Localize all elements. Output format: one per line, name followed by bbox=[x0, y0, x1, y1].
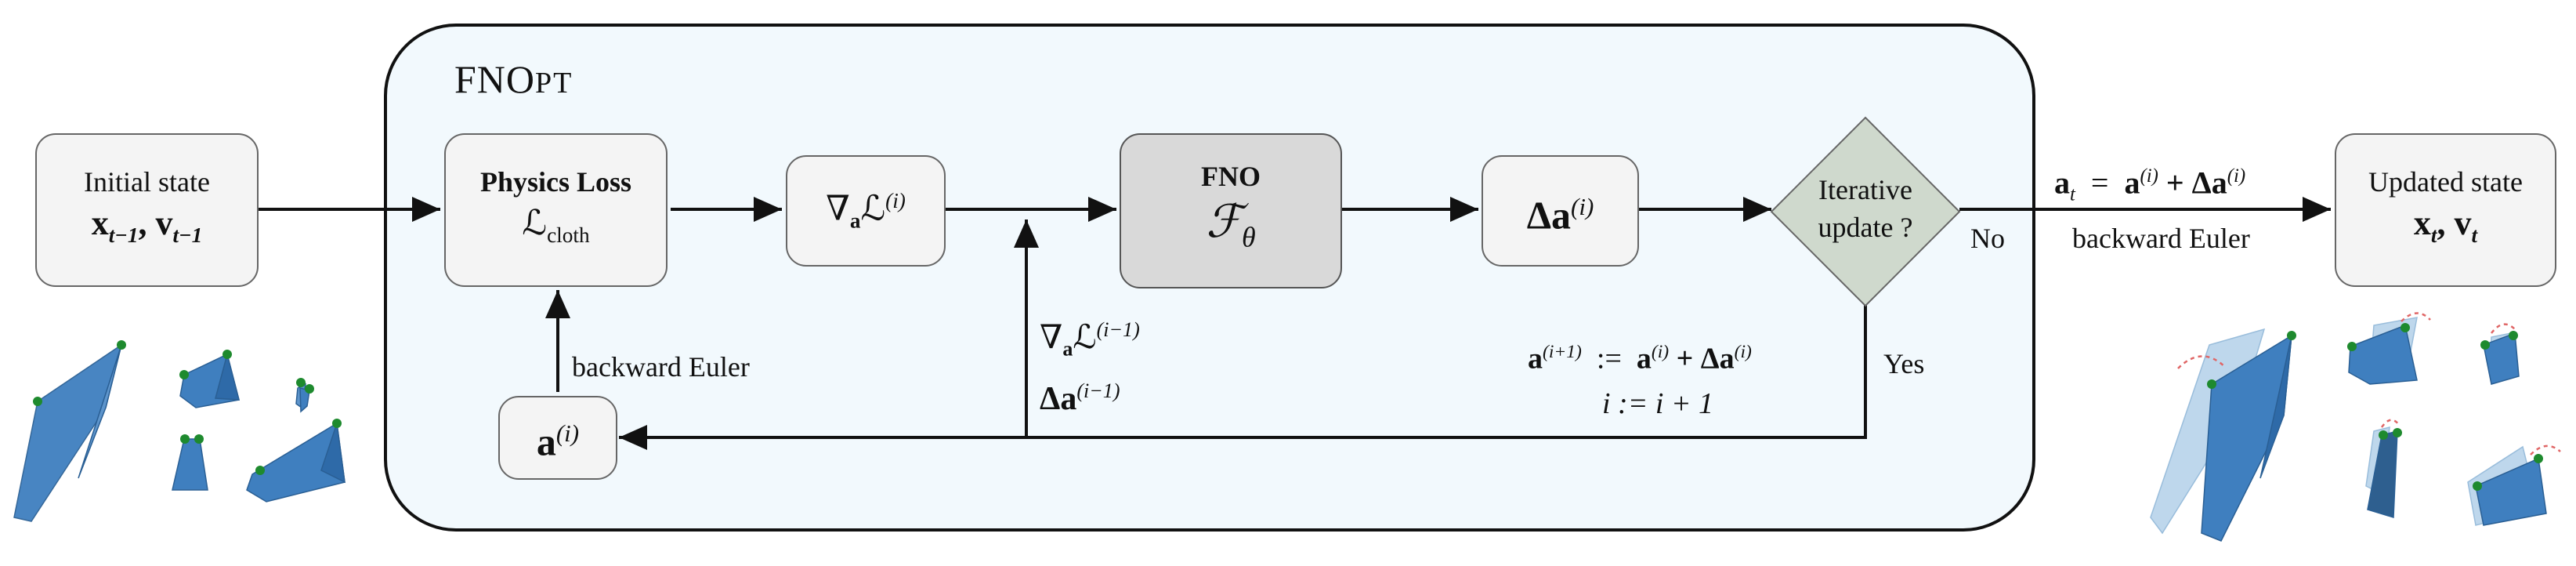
physics-loss-symbol: ℒcloth bbox=[522, 203, 590, 247]
a-iterate-box: a(i) bbox=[498, 396, 617, 480]
delta-box: Δa(i) bbox=[1482, 155, 1639, 267]
fno-symbol: ℱθ bbox=[1206, 196, 1256, 253]
a-iterate-symbol: a(i) bbox=[536, 419, 580, 464]
updated-state-vars: xt, vt bbox=[2413, 203, 2478, 247]
prev-gradient: ∇aℒ(i−1) bbox=[1040, 318, 1140, 361]
euler-label-right: backward Euler bbox=[2072, 223, 2250, 254]
fno-label: FNO bbox=[1201, 161, 1261, 193]
prev-delta: Δa(i−1) bbox=[1040, 379, 1120, 417]
panel-title: FNOPT bbox=[454, 57, 573, 101]
updated-state-box: Updated state xt, vt bbox=[2335, 133, 2556, 287]
decision-no-label: No bbox=[1970, 223, 2005, 254]
decision-diamond bbox=[1770, 116, 1961, 307]
decision-yes-label: Yes bbox=[1883, 348, 1925, 379]
decision-label: Iterative update ? bbox=[1818, 174, 1913, 243]
gradient-box: ∇aℒ(i) bbox=[786, 155, 946, 267]
iteration-rule: a(i+1) := a(i) + Δa(i) bbox=[1528, 342, 1752, 376]
update-rule: at = a(i) + Δa(i) bbox=[2054, 165, 2246, 205]
arrow-loop-back bbox=[619, 303, 1867, 450]
gradient-symbol: ∇aℒ(i) bbox=[826, 189, 906, 233]
physics-loss-label: Physics Loss bbox=[479, 165, 632, 198]
delta-symbol: Δa(i) bbox=[1526, 192, 1594, 238]
cloth-illustrations-initial bbox=[13, 340, 346, 522]
updated-state-label: Updated state bbox=[2368, 165, 2523, 198]
physics-loss-box: Physics Loss ℒcloth bbox=[444, 133, 668, 287]
euler-label-left: backward Euler bbox=[572, 351, 750, 383]
initial-state-label: Initial state bbox=[84, 165, 210, 198]
initial-state-vars: xt−1, vt−1 bbox=[91, 203, 203, 247]
initial-state-box: Initial state xt−1, vt−1 bbox=[35, 133, 259, 287]
iteration-increment: i := i + 1 bbox=[1602, 387, 1714, 420]
fno-box: FNO ℱθ bbox=[1120, 133, 1342, 288]
cloth-illustrations-updated bbox=[2150, 312, 2561, 542]
